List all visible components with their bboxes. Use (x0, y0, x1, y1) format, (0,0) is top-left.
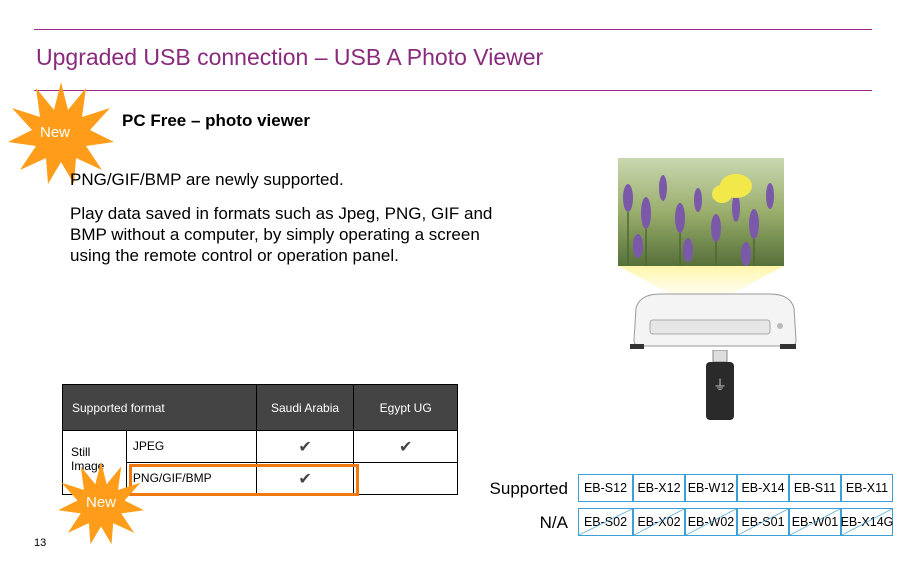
new-format-highlight (129, 464, 359, 496)
format-jpeg: JPEG (125, 430, 257, 463)
check-saudi-png: ✔ (255, 462, 355, 495)
model-na: EB-W02 (685, 508, 737, 536)
model-na: EB-S02 (578, 508, 633, 536)
page-title: Upgraded USB connection – USB A Photo Vi… (36, 44, 544, 70)
paragraph-description: Play data saved in formats such as Jpeg,… (70, 204, 493, 265)
check-egypt-jpeg: ✔ (353, 430, 458, 463)
model-supported: EB-S11 (789, 474, 841, 502)
butterfly-photo (618, 158, 784, 266)
check-saudi-jpeg: ✔ (255, 430, 355, 463)
model-supported: EB-X12 (633, 474, 685, 502)
starburst-icon (58, 461, 144, 545)
new-starburst-badge: New (6, 80, 116, 185)
na-label: N/A (539, 513, 568, 532)
svg-text:⏚: ⏚ (713, 378, 727, 394)
check-egypt-png (353, 462, 458, 495)
page-number: 13 (34, 537, 47, 549)
title-underline (34, 90, 872, 91)
model-na: EB-S01 (737, 508, 789, 536)
table-new-starburst-badge: New (56, 460, 146, 545)
na-models: EB-S02 EB-X02 EB-W02 EB-S01 EB-W01 EB-X1… (578, 508, 896, 536)
table-new-badge-label: New (86, 494, 117, 511)
header-supported-format: Supported format (62, 384, 257, 431)
model-supported: EB-S12 (578, 474, 633, 502)
projector-illustration (630, 290, 800, 352)
header-egypt-ug: Egypt UG (353, 384, 458, 431)
supported-models: EB-S12 EB-X12 EB-W12 EB-X14 EB-S11 EB-X1… (578, 474, 896, 502)
model-na: EB-W01 (789, 508, 841, 536)
model-supported: EB-W12 (685, 474, 737, 502)
paragraph-new-formats: PNG/GIF/BMP are newly supported. (70, 170, 344, 189)
model-na: EB-X14G (841, 508, 893, 536)
row-group-label: Still Image (71, 445, 105, 473)
starburst-icon (8, 82, 114, 184)
model-na: EB-X02 (633, 508, 685, 536)
header-saudi-arabia: Saudi Arabia (255, 384, 355, 431)
new-badge-label: New (40, 124, 71, 141)
usb-stick-illustration: ⏚ (700, 349, 740, 422)
format-support-table: Supported format Saudi Arabia Egypt UG S… (62, 384, 458, 495)
model-supported: EB-X11 (841, 474, 893, 502)
supported-label: Supported (489, 479, 568, 498)
model-supported: EB-X14 (737, 474, 789, 502)
top-rule (34, 29, 872, 30)
projector-light-beam (618, 266, 784, 296)
section-subtitle: PC Free – photo viewer (122, 111, 310, 130)
